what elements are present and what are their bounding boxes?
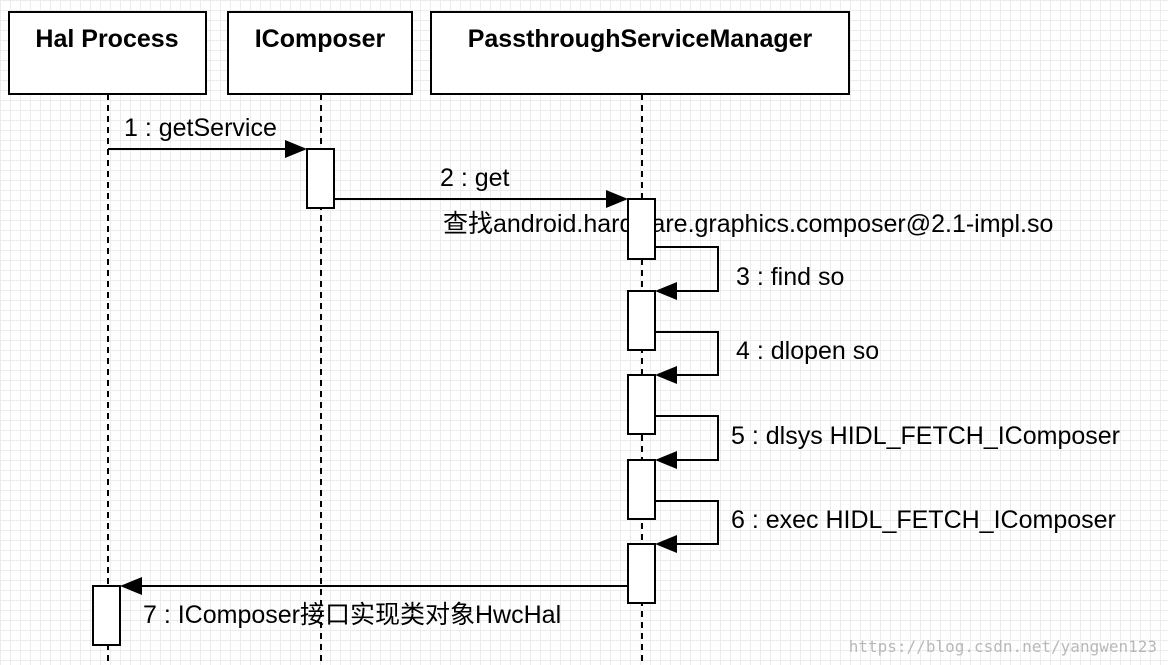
actor-icomposer: IComposer [227,11,413,95]
activation-psm-1 [627,198,656,260]
activation-hal-process [92,585,121,646]
watermark: https://blog.csdn.net/yangwen123 [849,637,1157,656]
activation-psm-2 [627,290,656,351]
message-4-arrowhead [655,366,677,384]
message-2-arrowhead [606,190,628,208]
actor-hal-process: Hal Process [8,11,207,95]
message-2-note: 查找android.hardware.graphics.composer@2.1… [443,210,1053,238]
message-2-label: 2 : get [440,164,510,192]
activation-psm-4 [627,459,656,520]
message-7-arrowhead [120,577,142,595]
message-3-label: 3 : find so [736,263,844,291]
message-6-arrowhead [655,535,677,553]
message-1-arrowhead [285,140,307,158]
message-5-line [655,415,719,461]
message-4-label: 4 : dlopen so [736,337,879,365]
message-6-label: 6 : exec HIDL_FETCH_IComposer [731,506,1116,534]
actor-label-icomposer: IComposer [255,25,386,53]
message-7-label: 7 : IComposer接口实现类对象HwcHal [143,601,561,629]
activation-psm-5 [627,543,656,604]
message-1-label: 1 : getService [124,114,277,142]
message-5-arrowhead [655,451,677,469]
actor-label-passthrough-service-manager: PassthroughServiceManager [468,25,813,53]
message-3-arrowhead [655,282,677,300]
message-6-line [655,500,719,545]
message-4-line [655,331,719,376]
activation-psm-3 [627,374,656,435]
actor-label-hal-process: Hal Process [35,25,178,53]
message-3-line [655,246,719,292]
message-5-label: 5 : dlsys HIDL_FETCH_IComposer [731,422,1120,450]
activation-icomposer [306,148,335,209]
actor-passthrough-service-manager: PassthroughServiceManager [430,11,850,95]
